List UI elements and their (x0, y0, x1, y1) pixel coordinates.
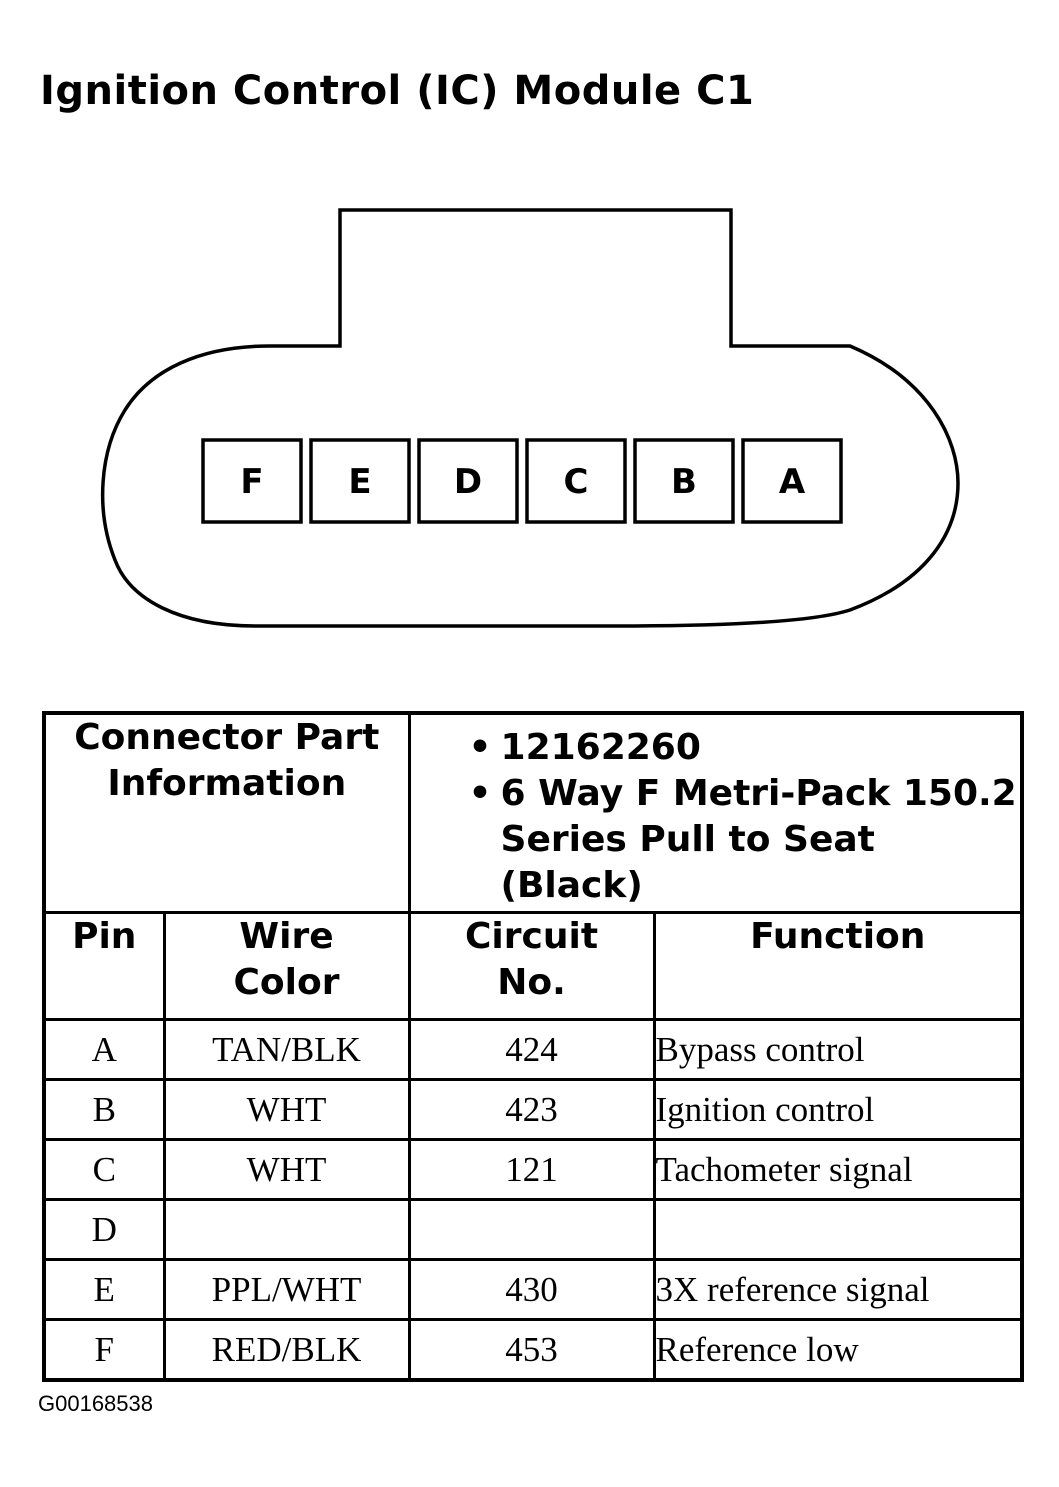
pin-label-d: D (454, 462, 482, 502)
cell-circuit: 430 (407, 1258, 656, 1321)
cell-pin: B (42, 1078, 166, 1141)
pin-cavity-c (525, 438, 627, 524)
cell-function: Reference low (652, 1318, 1024, 1382)
cell-circuit: 121 (407, 1138, 656, 1201)
pin-label-f: F (240, 462, 263, 502)
pin-label-b: B (671, 462, 697, 502)
cell-wire-color (162, 1198, 411, 1261)
cell-circuit: 423 (407, 1078, 656, 1141)
page-title: Ignition Control (IC) Module C1 (40, 68, 755, 114)
cell-wire-color: WHT (162, 1078, 411, 1141)
cell-circuit (407, 1198, 656, 1261)
connector-table: Connector Part Information 12162260 6 Wa… (42, 711, 1025, 1382)
pin-cavity-e (309, 438, 411, 524)
pin-label-e: E (348, 462, 371, 502)
pin-cavity-f (201, 438, 303, 524)
part-description: 6 Way F Metri-Pack 150.2 Series Pull to … (469, 771, 1021, 909)
part-info-label: Connector Part Information (42, 711, 411, 914)
header-wire-color: Wire Color (162, 911, 411, 1021)
pin-cavity-d (417, 438, 519, 524)
cell-pin: A (42, 1018, 166, 1081)
cell-wire-color: TAN/BLK (162, 1018, 411, 1081)
cell-wire-color: WHT (162, 1138, 411, 1201)
cell-pin: C (42, 1138, 166, 1201)
cell-pin: E (42, 1258, 166, 1321)
cell-circuit: 424 (407, 1018, 656, 1081)
cell-function: Ignition control (652, 1078, 1024, 1141)
table-row: D (42, 1198, 1024, 1261)
figure-code: G00168538 (38, 1391, 153, 1416)
part-info-values: 12162260 6 Way F Metri-Pack 150.2 Series… (407, 711, 1024, 914)
header-function: Function (652, 911, 1024, 1021)
cell-function: 3X reference signal (652, 1258, 1024, 1321)
connector-outline (100, 208, 960, 628)
pin-cavity-b (633, 438, 735, 524)
table-row: E PPL/WHT 430 3X reference signal (42, 1258, 1024, 1321)
header-circuit-no: Circuit No. (407, 911, 656, 1021)
pin-label-a: A (779, 462, 806, 502)
table-row: A TAN/BLK 424 Bypass control (42, 1018, 1024, 1081)
table-row: B WHT 423 Ignition control (42, 1078, 1024, 1141)
cell-wire-color: PPL/WHT (162, 1258, 411, 1321)
cell-function (652, 1198, 1024, 1261)
pin-cavity-a (741, 438, 843, 524)
table-row: C WHT 121 Tachometer signal (42, 1138, 1024, 1201)
pin-label-c: C (564, 462, 589, 502)
cell-wire-color: RED/BLK (162, 1318, 411, 1382)
cell-circuit: 453 (407, 1318, 656, 1382)
cell-pin: D (42, 1198, 166, 1261)
part-number: 12162260 (469, 725, 1021, 771)
cell-function: Tachometer signal (652, 1138, 1024, 1201)
cell-function: Bypass control (652, 1018, 1024, 1081)
cell-pin: F (42, 1318, 166, 1382)
table-row: F RED/BLK 453 Reference low (42, 1318, 1024, 1382)
header-pin: Pin (42, 911, 166, 1021)
